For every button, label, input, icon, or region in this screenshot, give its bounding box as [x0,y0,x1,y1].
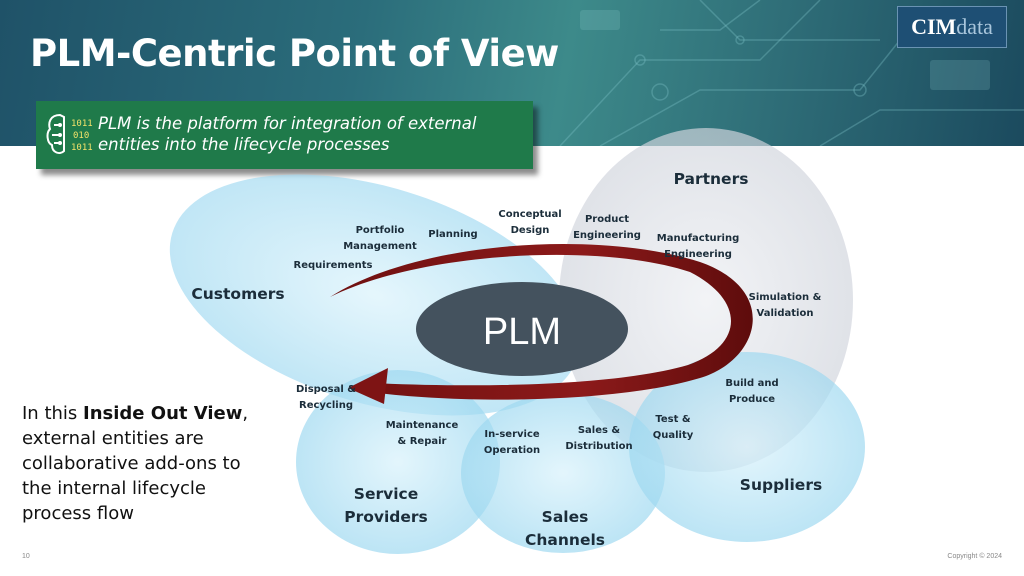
sales-channels-label-1: Sales [542,508,589,526]
stage-sales-distribution-2: Distribution [565,441,632,452]
stage-portfolio-management-1: Portfolio [356,225,405,236]
sales-channels-ellipse [461,393,665,553]
copyright-text: Copyright © 2024 [947,553,1002,560]
stage-build-produce-1: Build and [725,378,778,389]
suppliers-ellipse [629,352,865,542]
stage-maintenance-repair-1: Maintenance [386,420,459,431]
stage-in-service-operation-2: Operation [484,445,540,456]
stage-planning: Planning [428,229,477,240]
binary-line-2: 010 [73,131,89,141]
stage-test-quality-2: Quality [653,430,694,441]
service-providers-label-1: Service [354,485,418,503]
suppliers-label: Suppliers [740,476,822,494]
plm-center-label: PLM [483,311,561,353]
service-providers-label-2: Providers [344,508,428,526]
customers-label: Customers [191,285,284,303]
plm-center-ellipse [416,282,628,376]
stage-conceptual-design-1: Conceptual [498,209,561,220]
stage-manufacturing-engineering-2: Engineering [664,249,732,260]
stage-in-service-operation-1: In-service [484,429,540,440]
stage-conceptual-design-2: Design [511,225,550,236]
inside-out-description: In this Inside Out View, external entiti… [22,401,252,526]
stage-product-engineering-2: Engineering [573,230,641,241]
partners-label: Partners [674,170,749,188]
side-text-post: , external entities are collaborative ad… [22,403,249,524]
stage-requirements: Requirements [294,260,373,271]
logo-text-accent: data [956,14,993,39]
page-number: 10 [22,553,30,560]
stage-product-engineering-1: Product [585,214,629,225]
brain-binary-icon: 1011 010 1011 [46,113,93,154]
stage-test-quality-1: Test & [655,414,690,425]
stage-build-produce-2: Produce [729,394,775,405]
stage-manufacturing-engineering-1: Manufacturing [657,233,740,244]
sales-channels-label-2: Channels [525,531,605,549]
stage-disposal-recycling-1: Disposal & [296,384,356,395]
circuit-background-graphic [559,0,1024,146]
logo-text-main: CIM [911,14,957,39]
stage-disposal-recycling-2: Recycling [299,400,353,411]
slide-title: PLM-Centric Point of View [30,32,559,75]
stage-simulation-validation-2: Validation [757,308,814,319]
service-providers-ellipse [296,370,500,554]
binary-line-1: 1011 [71,119,93,129]
side-text-bold: Inside Out View [83,403,243,424]
binary-line-3: 1011 [71,143,93,153]
callout-text: PLM is the platform for integration of e… [98,114,477,154]
stage-sales-distribution-1: Sales & [578,425,621,436]
stage-simulation-validation-1: Simulation & [749,292,822,303]
callout-box: 1011 010 1011 PLM is the platform for in… [36,101,533,169]
stage-maintenance-repair-2: & Repair [398,436,447,447]
stage-portfolio-management-2: Management [343,241,417,252]
side-text-pre: In this [22,403,84,424]
lifecycle-arrowhead [348,368,388,404]
